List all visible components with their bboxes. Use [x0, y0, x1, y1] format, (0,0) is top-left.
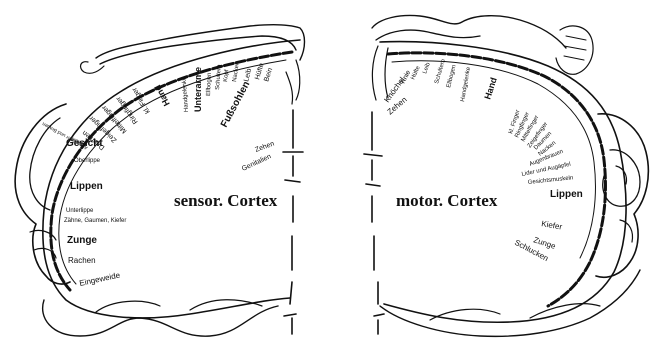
label-zehen: Zehen — [254, 140, 275, 153]
label-genitalien: Genitalien — [241, 153, 273, 173]
label-unterlippe: Unterlippe — [66, 208, 94, 214]
label-zunge: Zunge — [67, 235, 97, 246]
label-unterarme: Unterarme — [193, 67, 203, 112]
label-m-gesichtsmuskeln: Gesichtsmuskeln — [528, 175, 574, 186]
label-hand: Hand — [152, 83, 171, 108]
label-m-lippen: Lippen — [550, 189, 583, 200]
label-kopf: Kopf — [223, 69, 230, 82]
sensory-cortex-title: sensor. Cortex — [174, 191, 278, 210]
label-m-hufte: Hüfte — [410, 65, 422, 81]
label-handgelenke: Handgelenke — [181, 76, 189, 112]
label-m-schultern: Schultern — [434, 59, 447, 85]
label-ellbogen: Ellbogen — [206, 73, 213, 97]
label-zahne-gaumen-kiefer: Zähne, Gaumen, Kiefer — [64, 218, 126, 224]
label-m-hand: Hand — [482, 76, 498, 100]
label-oberlippe: Oberlippe — [74, 158, 101, 164]
motor-labels: Zehen Knöchel Knie Hüfte Leib Schultern … — [382, 59, 582, 264]
label-lippen: Lippen — [70, 181, 103, 192]
label-schultern: Schultern — [215, 64, 223, 90]
label-m-kiefer: Kiefer — [541, 219, 563, 232]
label-rachen: Rachen — [68, 256, 96, 265]
motor-cortex-figure — [364, 16, 648, 337]
sensory-labels: Genitalien Zehen Fußsohlen Bein Hüfte Le… — [41, 61, 278, 288]
motor-cortex-title: motor. Cortex — [396, 191, 498, 210]
label-bein: Bein — [263, 67, 274, 83]
label-m-handgelenke: Handgelenke — [460, 66, 472, 103]
label-m-leib: Leib — [422, 61, 432, 74]
label-gesicht: Gesicht — [66, 138, 103, 149]
label-m-ellbogen: Ellbogen — [446, 64, 457, 88]
label-fusssohlen: Fußsohlen — [219, 80, 252, 130]
label-leib: Leib — [243, 68, 253, 83]
label-eingeweide: Eingeweide — [79, 270, 122, 288]
